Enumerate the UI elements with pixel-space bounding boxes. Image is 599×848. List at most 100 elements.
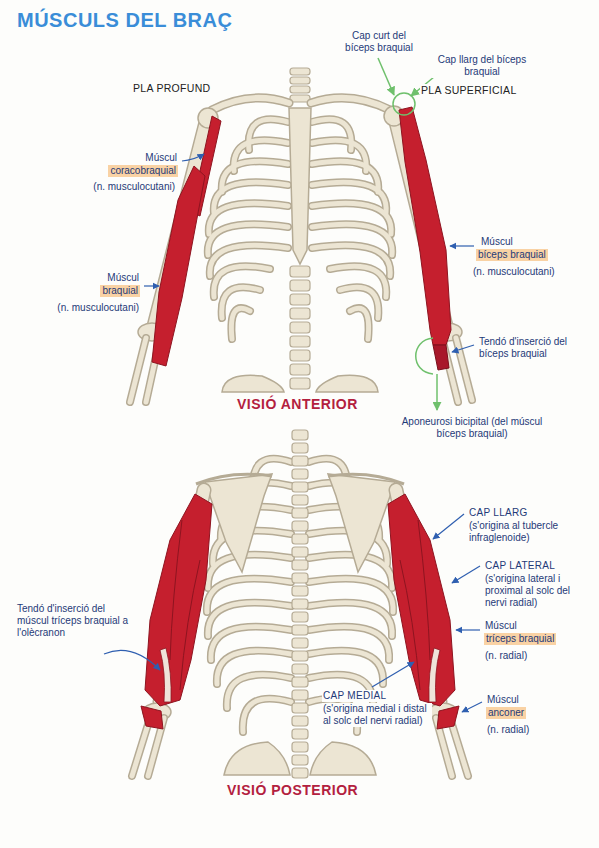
spine	[292, 430, 308, 778]
rib	[340, 287, 378, 318]
vertebra	[292, 677, 308, 687]
label-wrap: VISIÓ ANTERIOR	[236, 396, 359, 412]
vertebra	[290, 322, 310, 333]
head-label: CAP LATERAL	[484, 560, 556, 572]
label-wrap: PLA PROFUND	[132, 82, 211, 94]
vertebra	[292, 638, 308, 648]
vertebra	[292, 560, 308, 570]
biceps-tendon	[433, 345, 449, 370]
rib	[309, 579, 393, 612]
vertebra	[290, 280, 310, 291]
vertebra	[290, 308, 310, 319]
label-wrap: VISIÓ POSTERIOR	[226, 782, 359, 798]
view-title: VISIÓ POSTERIOR	[226, 782, 359, 798]
rib	[227, 675, 291, 708]
label-wrap: Múscul	[106, 272, 140, 284]
rib	[350, 308, 369, 339]
label-wrap: Cap llarg del bíceps braquial	[432, 54, 532, 78]
label-wrap: Múscul	[144, 152, 178, 164]
pelvis	[316, 375, 378, 392]
rib	[207, 579, 291, 612]
vertebra	[292, 651, 308, 661]
vertebra	[290, 336, 310, 347]
annotation: (s'origina lateral i proximal al solc de…	[484, 573, 594, 609]
annotation: (s'origina medial i distal al solc del n…	[322, 703, 432, 727]
label-wrap: anconer	[486, 707, 526, 719]
vertebra	[292, 534, 308, 544]
vertebra	[292, 703, 308, 713]
annotation: Múscul	[486, 694, 520, 706]
pelvis	[224, 742, 290, 775]
annotation: (n. musculocutani)	[92, 181, 176, 193]
scapular-spine	[196, 474, 272, 484]
rib	[309, 603, 392, 636]
spine	[290, 68, 310, 389]
rib	[222, 287, 260, 318]
annotation: Cap curt del bíceps braquial	[336, 30, 422, 54]
label-wrap: Múscul	[484, 620, 518, 632]
label-wrap: (n. radial)	[486, 724, 530, 736]
rib	[208, 603, 291, 636]
rib	[330, 266, 386, 297]
biceps-muscle	[399, 107, 451, 345]
label-wrap: coracobraquial	[108, 165, 178, 177]
rib	[309, 651, 383, 684]
vertebra	[292, 729, 308, 739]
green-pointers	[378, 58, 440, 410]
rib	[211, 627, 291, 660]
rib	[309, 627, 389, 660]
annotation: Tendó d'inserció del múscul tríceps braq…	[16, 603, 138, 639]
vertebra	[292, 495, 308, 505]
vertebra	[292, 456, 308, 466]
vertebra	[290, 364, 310, 375]
label-wrap: Múscul	[480, 236, 514, 248]
label-wrap: (s'origina medial i distal al solc del n…	[322, 703, 432, 727]
rib	[234, 140, 288, 171]
annotation: (n. radial)	[486, 724, 530, 736]
rib	[340, 287, 378, 318]
label-wrap: (s'origina lateral i proximal al solc de…	[484, 573, 594, 609]
vertebra	[290, 350, 310, 361]
head-label: CAP LLARG	[468, 507, 529, 519]
vertebra	[292, 521, 308, 531]
vertebra	[292, 625, 308, 635]
pelvis	[222, 375, 284, 392]
vertebra	[292, 664, 308, 674]
vertebra	[290, 378, 310, 389]
annotation: Cap llarg del bíceps braquial	[432, 54, 532, 78]
vertebra	[290, 294, 310, 305]
vertebra	[292, 547, 308, 557]
vertebra	[292, 508, 308, 518]
vertebra	[292, 599, 308, 609]
label-wrap: (n. musculocutani)	[472, 266, 556, 278]
annotation: Múscul	[480, 236, 514, 248]
arm-bones	[384, 106, 472, 402]
vertebra	[292, 716, 308, 726]
rib	[243, 699, 291, 732]
rib	[249, 119, 288, 150]
posterior-arm	[132, 490, 212, 776]
vertebra	[292, 443, 308, 453]
rib	[222, 287, 260, 318]
vertebra	[292, 469, 308, 479]
vertebra	[292, 690, 308, 700]
brachialis-muscle	[152, 166, 205, 366]
rib	[231, 308, 250, 339]
rib	[312, 119, 351, 150]
label-wrap: CAP LLARG	[468, 507, 529, 519]
clavicle	[212, 98, 289, 110]
title-wrap: MÚSCULS DEL BRAÇ	[16, 8, 233, 32]
label-wrap: bíceps braquial	[476, 249, 548, 261]
annotation: (s'origina al tubercle infraglenoide)	[468, 520, 580, 544]
vertebra	[290, 68, 310, 75]
rib	[217, 651, 291, 684]
pelvis	[310, 742, 376, 775]
vertebra	[292, 482, 308, 492]
vertebra	[292, 755, 308, 765]
vertebra	[292, 573, 308, 583]
clavicle	[212, 98, 289, 110]
rib	[350, 308, 369, 339]
muscle-name: braquial	[100, 285, 140, 297]
vertebra	[290, 266, 310, 277]
vertebra	[292, 612, 308, 622]
